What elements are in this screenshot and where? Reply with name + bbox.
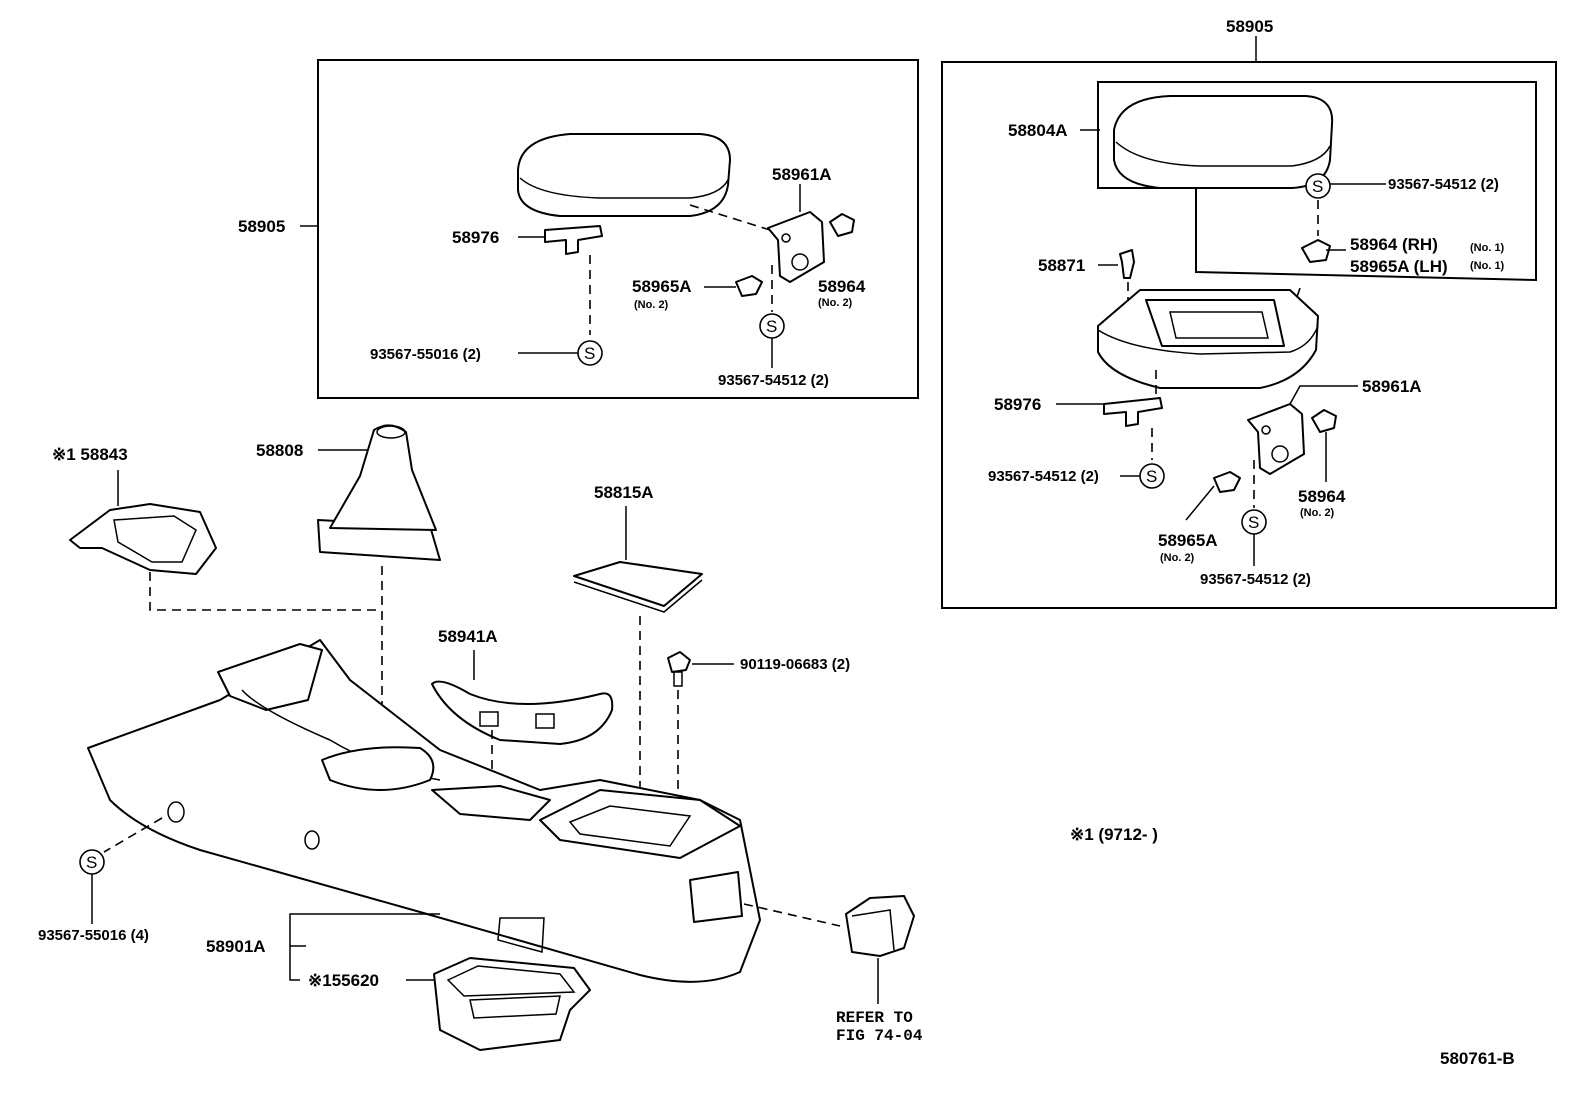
screw-symbol-right-mid: S: [1139, 463, 1165, 489]
label-58804A: 58804A: [1008, 121, 1068, 140]
armrest-base: [1097, 289, 1319, 389]
shift-panel-58843: [69, 503, 217, 575]
label-93567-54512-right-bottom: 93567-54512 (2): [1200, 571, 1311, 588]
label-58964-rh-qty: (No. 1): [1470, 242, 1505, 254]
label-58965A-right-qty: (No. 2): [1160, 552, 1195, 564]
screw-symbol-right-top: S: [1305, 173, 1331, 199]
label-58964-right-qty: (No. 2): [1300, 507, 1335, 519]
box-155620: [433, 957, 591, 1051]
svg-text:S: S: [584, 344, 595, 363]
label-58965A-lh-qty: (No. 1): [1470, 260, 1505, 272]
stopper-58964-left: [829, 213, 855, 237]
label-58905-left: 58905: [238, 217, 285, 236]
label-58961A-left: 58961A: [772, 165, 832, 184]
screw-symbol-left-b: S: [577, 340, 603, 366]
right-assembly-box: [941, 61, 1557, 609]
left-assembly-box: [317, 59, 919, 399]
label-90119-06683: 90119-06683 (2): [740, 656, 850, 673]
label-58964-right: 58964: [1298, 487, 1346, 506]
hinge-58961A-right: [1247, 403, 1305, 475]
label-refer-to: REFER TO: [836, 1009, 913, 1027]
svg-text:S: S: [766, 317, 777, 336]
screw-symbol-right-bottom: S: [1241, 509, 1267, 535]
label-58964-left-qty: (No. 2): [818, 297, 853, 309]
label-93567-55016-4: 93567-55016 (4): [38, 927, 149, 944]
bracket-58976-left: [544, 225, 603, 255]
label-58808: 58808: [256, 441, 303, 460]
footnote-1: ※1 (9712- ): [1070, 825, 1158, 844]
label-93567-54512-right-mid: 93567-54512 (2): [988, 468, 1099, 485]
armrest-lid-left: [517, 133, 731, 217]
screw-symbol-console: S: [79, 849, 105, 875]
figure-code: 580761-B: [1440, 1049, 1515, 1068]
right-subassembly-outline: [1097, 81, 1537, 282]
mat-58815A: [573, 561, 703, 613]
label-58976-right: 58976: [994, 395, 1041, 414]
cushion-58965A-left: [735, 275, 763, 297]
clip-58871: [1119, 249, 1135, 279]
label-155620: ※155620: [308, 971, 379, 990]
label-58964-left: 58964: [818, 277, 866, 296]
shift-boot-58808: [317, 424, 441, 561]
tray-58941A: [431, 680, 614, 745]
label-93567-54512-right-top: 93567-54512 (2): [1388, 176, 1499, 193]
console-box-58901A: [87, 639, 761, 983]
hinge-58961A-left: [767, 211, 825, 283]
armrest-lid-58804A: [1113, 95, 1334, 189]
label-58871: 58871: [1038, 256, 1085, 275]
bracket-58976-right: [1103, 397, 1163, 427]
label-93567-55016-left: 93567-55016 (2): [370, 346, 481, 363]
stopper-58964-right: [1311, 409, 1337, 433]
cushion-58965A-right: [1213, 471, 1241, 493]
label-58901A: 58901A: [206, 937, 266, 956]
label-58815A: 58815A: [594, 483, 654, 502]
label-93567-54512-left: 93567-54512 (2): [718, 372, 829, 389]
svg-text:S: S: [1248, 513, 1259, 532]
svg-text:S: S: [1312, 177, 1323, 196]
label-58961A-right: 58961A: [1362, 377, 1422, 396]
label-58976-left: 58976: [452, 228, 499, 247]
screw-symbol-left-a: S: [759, 313, 785, 339]
label-fig-74-04: FIG 74-04: [836, 1027, 923, 1045]
label-58965A-left-qty: (No. 2): [634, 299, 669, 311]
label-58905-right: 58905: [1226, 17, 1273, 36]
svg-text:S: S: [1146, 467, 1157, 486]
label-58843: ※1 58843: [52, 445, 128, 464]
stopper-58964-rh: [1301, 239, 1331, 263]
label-58941A: 58941A: [438, 627, 498, 646]
label-58965A-lh: 58965A (LH): [1350, 257, 1448, 276]
label-58965A-left: 58965A: [632, 277, 692, 296]
label-58964-rh: 58964 (RH): [1350, 235, 1438, 254]
bolt-90119-06683: [667, 651, 691, 687]
switch-cover-refer: [845, 895, 915, 957]
svg-text:S: S: [86, 853, 97, 872]
label-58965A-right: 58965A: [1158, 531, 1218, 550]
